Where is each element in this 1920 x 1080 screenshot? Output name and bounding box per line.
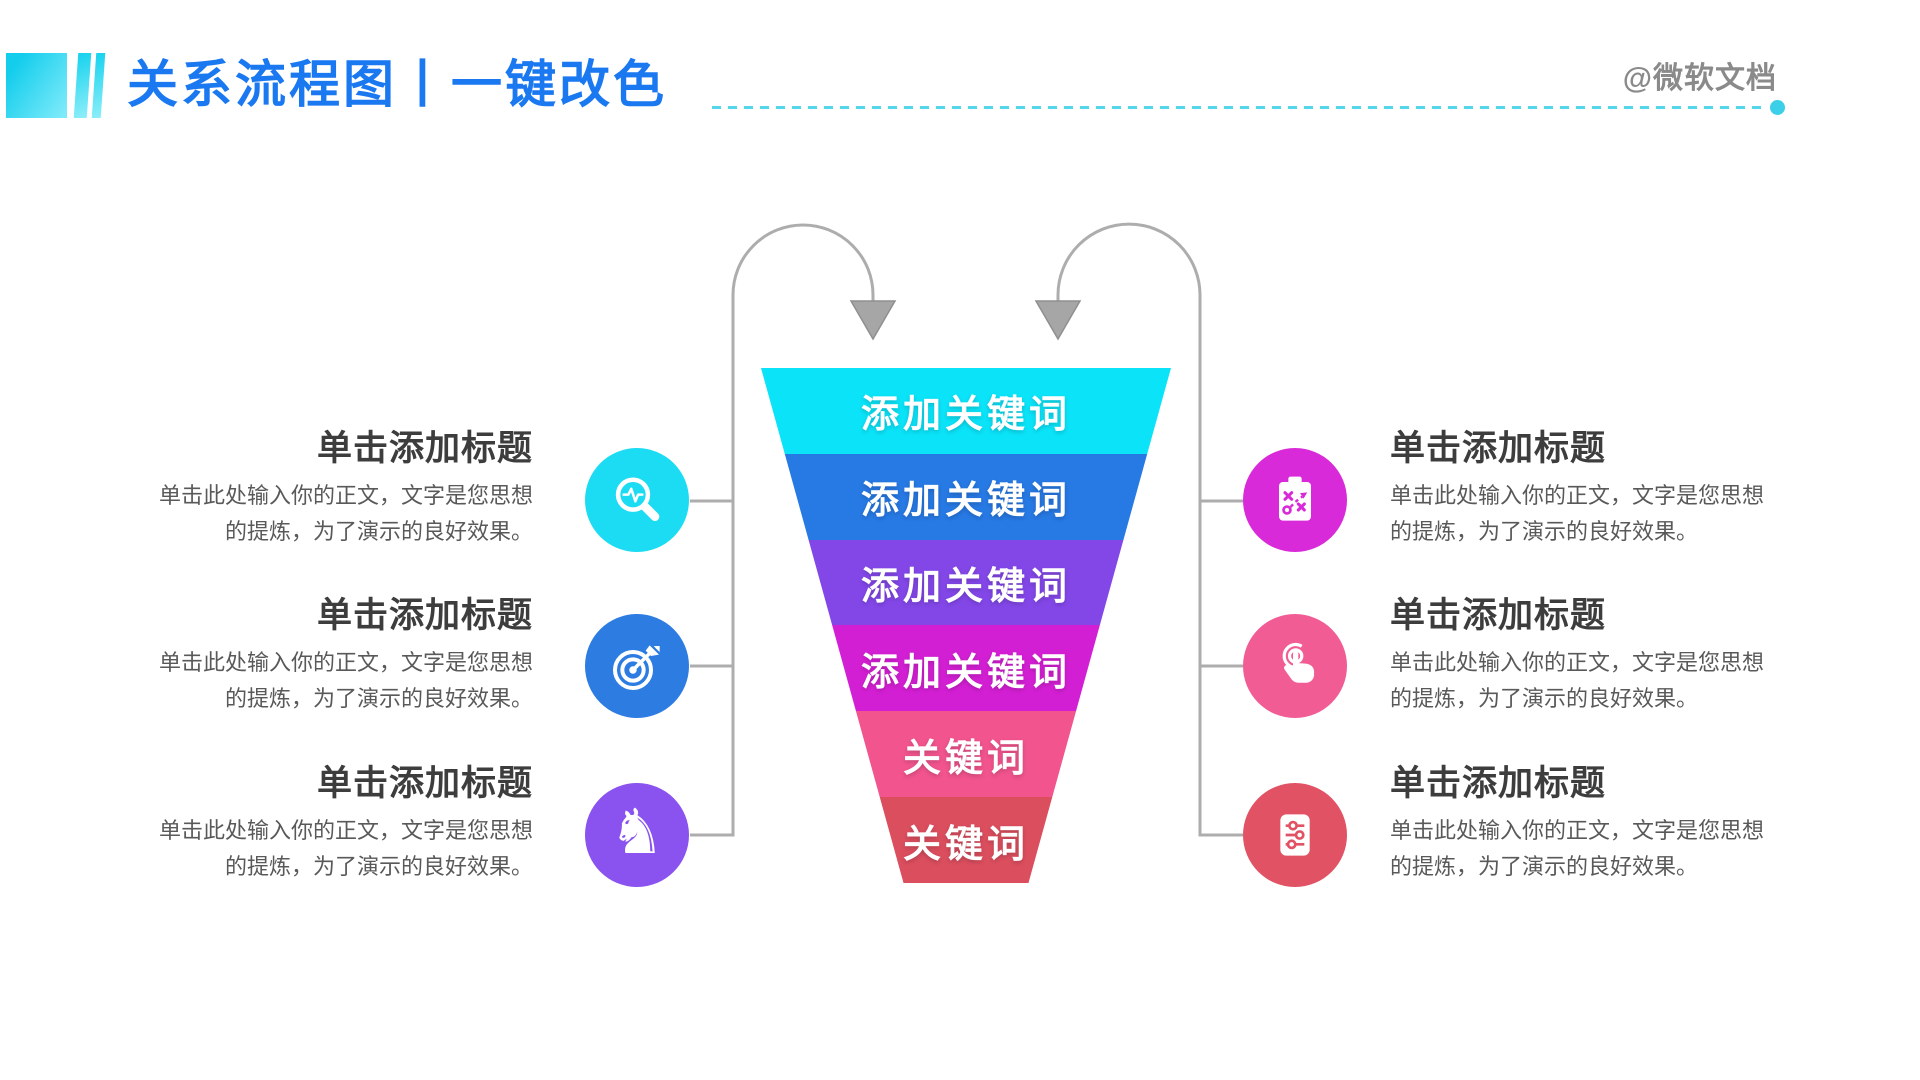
tap-click-icon	[1243, 614, 1347, 718]
item-title[interactable]: 单击添加标题	[1390, 764, 1607, 803]
body-line: 的提炼，为了演示的良好效果。	[1390, 686, 1699, 711]
funnel-level-6[interactable]: 关键词	[761, 797, 1171, 883]
logo-bar-1	[73, 53, 92, 118]
item-title[interactable]: 单击添加标题	[316, 764, 533, 803]
body-line: 的提炼，为了演示的良好效果。	[224, 686, 533, 711]
funnel-level-label: 添加关键词	[860, 651, 1071, 694]
list-item: 单击添加标题 单击此处输入你的正文，文字是您思想的提炼，为了演示的良好效果。	[153, 428, 533, 550]
funnel-level-4[interactable]: 添加关键词	[761, 625, 1171, 712]
funnel-level-2[interactable]: 添加关键词	[761, 453, 1171, 540]
item-body[interactable]: 单击此处输入你的正文，文字是您思想的提炼，为了演示的良好效果。	[153, 645, 533, 717]
logo-bar-2	[91, 53, 106, 118]
header-divider-dot	[1770, 100, 1785, 115]
funnel-diagram: 添加关键词 添加关键词 添加关键词 添加关键词 关键词 关键词	[761, 368, 1171, 883]
target-arrow-icon	[585, 614, 689, 718]
chess-knight-icon: ♞	[585, 783, 689, 887]
body-line: 的提炼，为了演示的良好效果。	[224, 519, 533, 544]
item-title[interactable]: 单击添加标题	[1390, 429, 1607, 468]
funnel-level-label: 关键词	[902, 737, 1029, 780]
funnel-level-label: 关键词	[902, 823, 1029, 866]
body-line: 单击此处输入你的正文，文字是您思想	[1390, 483, 1765, 508]
item-body[interactable]: 单击此处输入你的正文，文字是您思想的提炼，为了演示的良好效果。	[1390, 645, 1770, 717]
item-title[interactable]: 单击添加标题	[316, 429, 533, 468]
body-line: 单击此处输入你的正文，文字是您思想	[1390, 650, 1765, 675]
body-line: 的提炼，为了演示的良好效果。	[1390, 519, 1699, 544]
funnel-level-1[interactable]: 添加关键词	[761, 368, 1171, 454]
list-item: 单击添加标题 单击此处输入你的正文，文字是您思想的提炼，为了演示的良好效果。	[153, 595, 533, 717]
header-divider	[712, 106, 1768, 109]
right-arrowhead-icon	[1034, 300, 1082, 341]
strategy-board-icon	[1243, 448, 1347, 552]
funnel-level-3[interactable]: 添加关键词	[761, 539, 1171, 626]
body-line: 的提炼，为了演示的良好效果。	[224, 854, 533, 879]
body-line: 单击此处输入你的正文，文字是您思想	[158, 483, 533, 508]
list-item: 单击添加标题 单击此处输入你的正文，文字是您思想的提炼，为了演示的良好效果。	[153, 763, 533, 885]
body-line: 单击此处输入你的正文，文字是您思想	[158, 650, 533, 675]
item-title[interactable]: 单击添加标题	[316, 596, 533, 635]
knight-glyph: ♞	[609, 795, 665, 868]
page-title[interactable]: 关系流程图丨一键改色	[127, 56, 668, 113]
logo-square	[6, 53, 67, 118]
list-item: 单击添加标题 单击此处输入你的正文，文字是您思想的提炼，为了演示的良好效果。	[1390, 595, 1770, 717]
body-line: 的提炼，为了演示的良好效果。	[1390, 854, 1699, 879]
search-pulse-icon	[585, 448, 689, 552]
item-body[interactable]: 单击此处输入你的正文，文字是您思想的提炼，为了演示的良好效果。	[1390, 478, 1770, 550]
list-item: 单击添加标题 单击此处输入你的正文，文字是您思想的提炼，为了演示的良好效果。	[1390, 763, 1770, 885]
funnel-level-label: 添加关键词	[860, 480, 1071, 523]
item-title[interactable]: 单击添加标题	[1390, 596, 1607, 635]
left-arrowhead-icon	[849, 300, 897, 341]
body-line: 单击此处输入你的正文，文字是您思想	[158, 818, 533, 843]
list-item: 单击添加标题 单击此处输入你的正文，文字是您思想的提炼，为了演示的良好效果。	[1390, 428, 1770, 550]
settings-sliders-icon	[1243, 783, 1347, 887]
item-body[interactable]: 单击此处输入你的正文，文字是您思想的提炼，为了演示的良好效果。	[153, 478, 533, 550]
watermark: @微软文档	[1622, 62, 1777, 95]
funnel-level-label: 添加关键词	[860, 394, 1071, 437]
item-body[interactable]: 单击此处输入你的正文，文字是您思想的提炼，为了演示的良好效果。	[153, 813, 533, 885]
funnel-level-5[interactable]: 关键词	[761, 711, 1171, 798]
item-body[interactable]: 单击此处输入你的正文，文字是您思想的提炼，为了演示的良好效果。	[1390, 813, 1770, 885]
funnel-level-label: 添加关键词	[860, 566, 1071, 609]
body-line: 单击此处输入你的正文，文字是您思想	[1390, 818, 1765, 843]
